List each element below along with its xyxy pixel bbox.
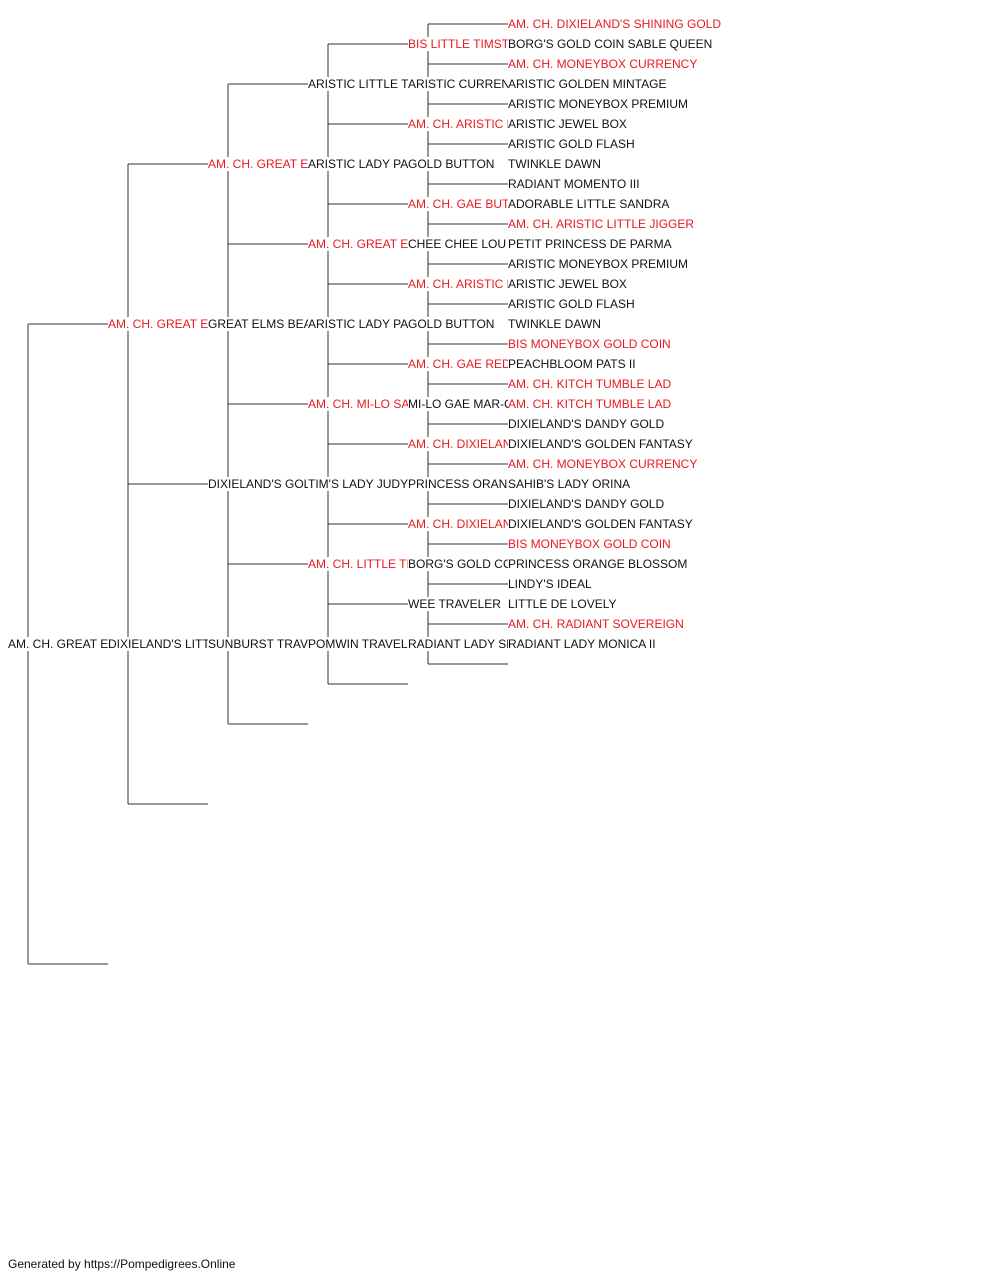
dam-name: GOLD BUTTON [408,157,497,171]
dam-name: ADORABLE LITTLE SANDRA [508,197,672,211]
sire-name: DIXIELAND'S DANDY GOLD [508,417,667,431]
sire-name: AM. CH. MONEYBOX CURRENCY [508,457,700,471]
dam-name: BORG'S GOLD COIN SABLE QUEEN [508,37,715,51]
dam-name: RADIANT LADY MONICA II [508,637,658,651]
sire-name: DIXIELAND'S DANDY GOLD [508,497,667,511]
dam-name: LITTLE DE LOVELY [508,597,619,611]
sire-name: ARISTIC GOLD FLASH [508,297,637,311]
dam-name: DIXIELAND'S GOLDEN FANTASY [508,517,695,531]
dam-name: POMWIN TRAVELETTE [308,637,441,651]
dam-name: CHEE CHEE LOU [408,237,509,251]
dam-name: AM. CH. KITCH TUMBLE LAD [508,397,674,411]
dam-name: GREAT ELMS BEAUTY [208,317,338,331]
sire-name: AM. CH. KITCH TUMBLE LAD [508,377,674,391]
footer-credit: Generated by https://Pompedigrees.Online [8,1257,236,1271]
dam-name: MI-LO GAE MAR-CEE [408,397,531,411]
sire-name: AM. CH. MONEYBOX CURRENCY [508,57,700,71]
sire-name: WEE TRAVELER [408,597,503,611]
sire-name: AM. CH. DIXIELAND'S SHINING GOLD [508,17,723,31]
sire-name: BIS MONEYBOX GOLD COIN [508,537,673,551]
dam-name: ARISTIC GOLDEN MINTAGE [508,77,669,91]
dam-name: TIM'S LADY JUDY [308,477,411,491]
sire-name: AM. CH. ARISTIC LITTLE JIGGER [508,217,697,231]
sire-name: AM. CH. RADIANT SOVEREIGN [508,617,686,631]
sire-name: ARISTIC MONEYBOX PREMIUM [508,97,691,111]
dam-name: PRINCESS ORANGE BLOSSOM [508,557,690,571]
dam-name: ARISTIC JEWEL BOX [508,117,629,131]
sire-name: LINDY'S IDEAL [508,577,594,591]
sire-name: RADIANT MOMENTO III [508,177,642,191]
sire-name: BIS MONEYBOX GOLD COIN [508,337,673,351]
dam-name: SAHIB'S LADY ORINA [508,477,633,491]
dam-name: TWINKLE DAWN [508,317,603,331]
sire-name: ARISTIC MONEYBOX PREMIUM [508,257,691,271]
sire-name: ARISTIC GOLD FLASH [508,137,637,151]
dam-name: DIXIELAND'S GOLDEN FANTASY [508,437,695,451]
dam-name: PEACHBLOOM PATS II [508,357,638,371]
dam-name: GOLD BUTTON [408,317,497,331]
dam-name: PETIT PRINCESS DE PARMA [508,237,674,251]
dam-name: TWINKLE DAWN [508,157,603,171]
dam-name: ARISTIC JEWEL BOX [508,277,629,291]
